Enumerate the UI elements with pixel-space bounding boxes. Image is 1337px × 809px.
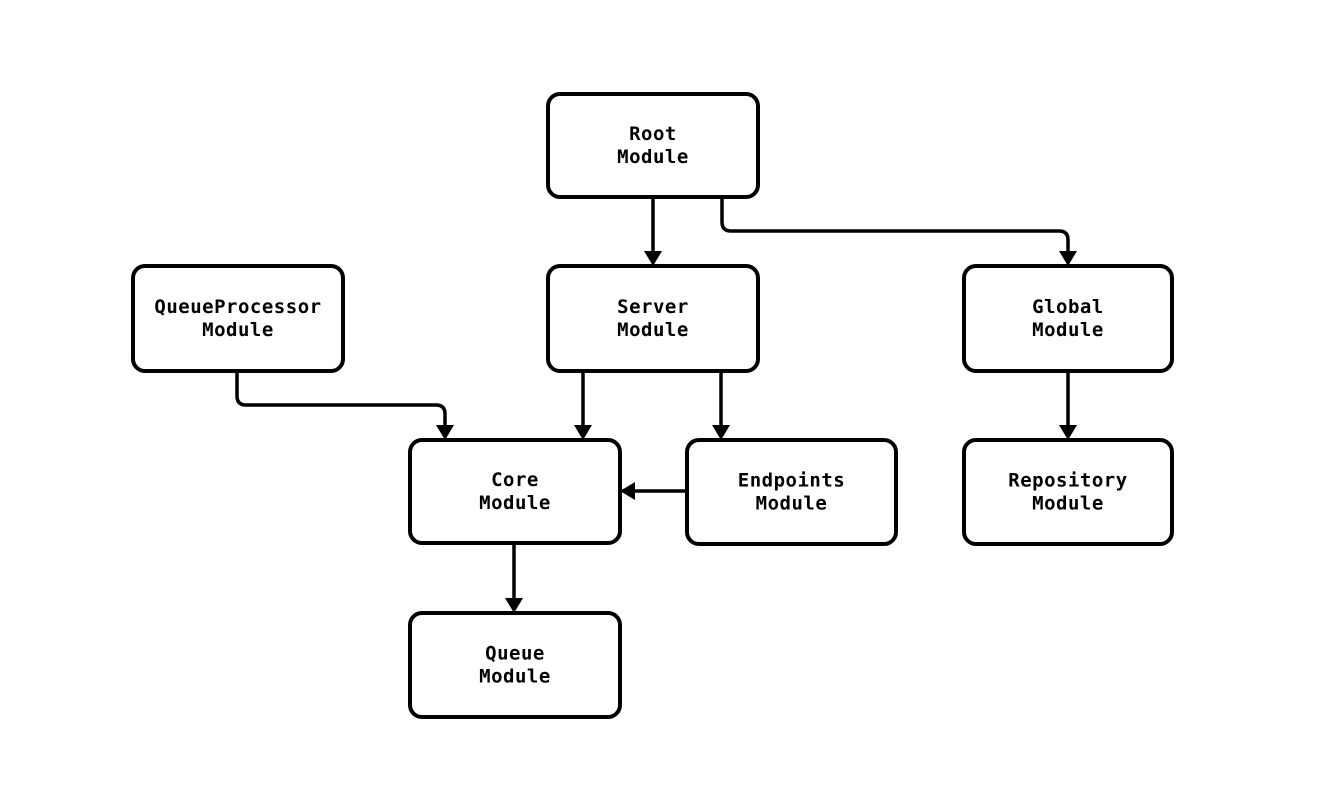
edge-arrowhead	[712, 425, 730, 440]
node-box[interactable]	[546, 264, 760, 373]
node-box[interactable]	[408, 438, 622, 545]
node-label-line1: Server	[617, 296, 689, 318]
nodes-layer: RootModuleQueueProcessorModuleServerModu…	[131, 92, 1174, 719]
node-box[interactable]	[131, 264, 345, 373]
node-label-line2: Module	[756, 493, 828, 515]
node-label-line2: Module	[617, 319, 689, 341]
node-box[interactable]	[546, 92, 760, 199]
edge-arrowhead	[436, 425, 454, 440]
edges-layer	[235, 197, 1077, 613]
edge-root-to-server	[644, 197, 662, 266]
edge-line	[235, 371, 447, 426]
node-label-line1: Core	[491, 469, 539, 491]
edge-arrowhead	[620, 482, 635, 500]
edge-arrowhead	[574, 425, 592, 440]
node-label-line2: Module	[617, 146, 689, 168]
edge-core-to-queue	[505, 543, 523, 613]
edge-server-to-core	[574, 371, 592, 440]
node-box[interactable]	[685, 438, 898, 546]
node-label-line1: Repository	[1008, 470, 1127, 492]
node-label-line2: Module	[202, 319, 274, 341]
node-label-line1: Root	[629, 123, 677, 145]
node-box[interactable]	[962, 438, 1174, 546]
edge-line	[720, 197, 1070, 252]
node-label-line1: Global	[1032, 296, 1104, 318]
edge-queueprocessor-to-core	[235, 371, 454, 440]
node-label-line2: Module	[1032, 319, 1104, 341]
node-label-line1: Queue	[485, 643, 545, 665]
edge-arrowhead	[644, 251, 662, 266]
node-box[interactable]	[408, 611, 622, 719]
node-label-line1: Endpoints	[738, 470, 845, 492]
edge-arrowhead	[1059, 251, 1077, 266]
edge-server-to-endpoints	[712, 371, 730, 440]
edge-arrowhead	[1059, 425, 1077, 440]
edge-global-to-repository	[1059, 371, 1077, 440]
node-box[interactable]	[962, 264, 1174, 373]
node-label-line2: Module	[479, 492, 551, 514]
edge-root-to-global	[720, 197, 1077, 266]
node-label-line2: Module	[1032, 493, 1104, 515]
edge-arrowhead	[505, 598, 523, 613]
node-label-line2: Module	[479, 666, 551, 688]
node-label-line1: QueueProcessor	[154, 296, 321, 318]
edge-endpoints-to-core	[620, 482, 687, 500]
